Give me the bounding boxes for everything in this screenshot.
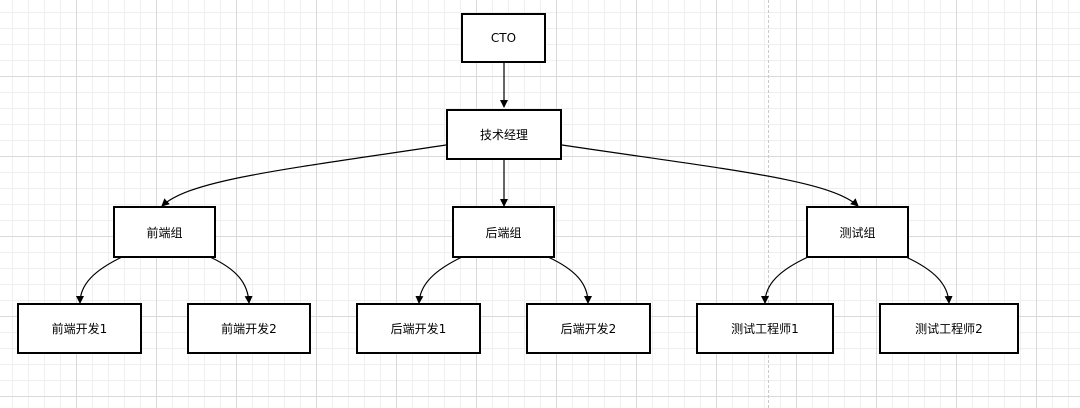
node-backend-dev-1-label: 后端开发1 xyxy=(390,322,447,336)
edge-backend-group-dev1 xyxy=(415,256,463,304)
node-tech-manager[interactable]: 技术经理 xyxy=(446,109,562,160)
node-backend-group[interactable]: 后端组 xyxy=(452,206,555,258)
node-test-group-label: 测试组 xyxy=(839,225,876,240)
node-backend-dev-2[interactable]: 后端开发2 xyxy=(526,303,651,354)
node-test-engineer-2-label: 测试工程师2 xyxy=(915,322,983,336)
node-test-engineer-1[interactable]: 测试工程师1 xyxy=(696,303,834,354)
node-test-group[interactable]: 测试组 xyxy=(806,206,909,258)
edge-test-group-eng2 xyxy=(905,256,953,304)
node-tech-manager-label: 技术经理 xyxy=(479,128,528,142)
node-frontend-dev-2[interactable]: 前端开发2 xyxy=(187,303,311,354)
edge-frontend-group-dev1 xyxy=(76,256,123,304)
node-cto-label: CTO xyxy=(490,31,517,45)
edge-test-group-eng1 xyxy=(761,256,809,304)
page-break-line xyxy=(768,0,769,408)
node-frontend-group-label: 前端组 xyxy=(146,225,183,240)
node-frontend-dev-1[interactable]: 前端开发1 xyxy=(17,303,142,354)
node-cto[interactable]: CTO xyxy=(461,13,546,63)
node-test-engineer-2[interactable]: 测试工程师2 xyxy=(879,303,1019,354)
node-backend-dev-2-label: 后端开发2 xyxy=(560,322,617,336)
node-frontend-dev-2-label: 前端开发2 xyxy=(221,322,277,336)
node-test-engineer-1-label: 测试工程师1 xyxy=(731,322,799,336)
edge-tech-manager-test-group xyxy=(561,144,859,207)
node-backend-dev-1[interactable]: 后端开发1 xyxy=(356,303,481,354)
node-frontend-group[interactable]: 前端组 xyxy=(113,206,216,258)
edge-backend-group-dev2 xyxy=(547,256,592,304)
node-frontend-dev-1-label: 前端开发1 xyxy=(51,322,108,336)
node-backend-group-label: 后端组 xyxy=(485,225,522,240)
edge-tech-manager-frontend-group xyxy=(161,144,447,207)
edge-frontend-group-dev2 xyxy=(209,256,253,304)
